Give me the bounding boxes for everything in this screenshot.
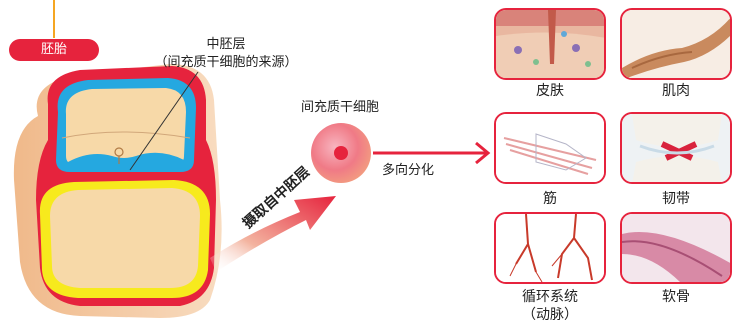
artery-image <box>496 214 604 282</box>
tile-sublabel-circulatory: （动脉） <box>522 307 578 323</box>
stem-cell-nucleus <box>334 146 348 160</box>
extraction-arrow <box>210 196 336 272</box>
muscle-image <box>622 10 730 78</box>
tile-circulatory <box>494 212 606 284</box>
embryo-cross-section <box>13 64 222 318</box>
ligament-image <box>622 114 730 182</box>
tile-label-ligament: 韧带 <box>662 191 690 207</box>
tendon-image <box>496 114 604 182</box>
tile-label-skin: 皮肤 <box>536 83 564 99</box>
cartilage-image <box>622 214 730 282</box>
mesoderm-note: （间充质干细胞的来源） <box>154 55 298 70</box>
tile-label-cartilage: 软骨 <box>662 289 690 305</box>
tile-label-muscle: 肌肉 <box>662 83 690 99</box>
cavity-fold-line <box>61 131 191 139</box>
tile-label-tendon: 筋 <box>543 191 557 207</box>
skin-image <box>496 10 604 78</box>
tile-cartilage <box>620 212 732 284</box>
mesoderm-label: 中胚层 <box>206 37 246 52</box>
tile-tendon <box>494 112 606 184</box>
tile-muscle <box>620 8 732 80</box>
tile-ligament <box>620 112 732 184</box>
stem-cell-label: 间充质干细胞 <box>300 100 379 115</box>
differentiation-label: 多向分化 <box>382 163 435 178</box>
mesoderm-pointer-line <box>129 71 199 171</box>
tile-skin <box>494 8 606 80</box>
tile-label-circulatory: 循环系统 <box>522 289 578 305</box>
embryo-badge: 胚胎 <box>9 39 99 61</box>
amniotic-cavity <box>65 88 186 164</box>
ectoderm-floor <box>66 152 184 164</box>
yolk-sac <box>50 188 200 288</box>
